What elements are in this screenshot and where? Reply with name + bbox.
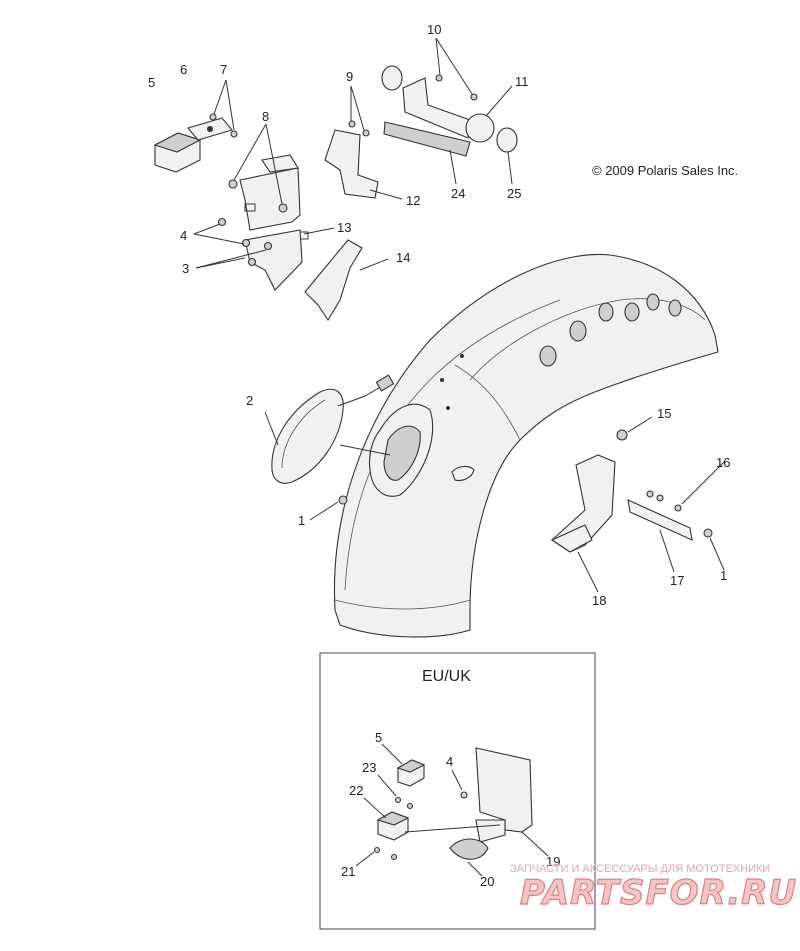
inset-callout-5: 5 xyxy=(375,730,382,745)
right-side-parts xyxy=(338,429,713,553)
callout-5: 5 xyxy=(148,75,155,90)
inset-callout-19: 19 xyxy=(546,854,560,869)
callout-11: 11 xyxy=(515,74,529,89)
watermark: ЗАПЧАСТИ И АКСЕССУАРЫ ДЛЯ МОТОТЕХНИКИ PA… xyxy=(510,863,797,914)
callout-25: 25 xyxy=(507,186,521,201)
top-left-parts xyxy=(153,65,518,322)
leader-lines xyxy=(193,37,725,593)
inset-callout-23: 23 xyxy=(362,760,376,775)
callout-7: 7 xyxy=(220,62,227,77)
callout-17: 17 xyxy=(670,573,684,588)
callout-14: 14 xyxy=(396,250,410,265)
tail-light-lens xyxy=(271,374,395,484)
rear-fender xyxy=(333,253,719,638)
callout-16: 16 xyxy=(716,455,730,470)
inset-title: EU/UK xyxy=(422,668,471,685)
callout-24: 24 xyxy=(451,186,465,201)
inset-callout-22: 22 xyxy=(349,783,363,798)
copyright-text: © 2009 Polaris Sales Inc. xyxy=(592,163,738,178)
callout-2: 2 xyxy=(246,393,253,408)
callout-12: 12 xyxy=(406,193,420,208)
callout-1: 1 xyxy=(298,513,305,528)
callout-1: 1 xyxy=(720,568,727,583)
callout-10: 10 xyxy=(427,22,441,37)
callout-6: 6 xyxy=(180,62,187,77)
inset-callout-4: 4 xyxy=(446,754,453,769)
inset-callout-20: 20 xyxy=(480,874,494,889)
callout-9: 9 xyxy=(346,69,353,84)
watermark-tagline: ЗАПЧАСТИ И АКСЕССУАРЫ ДЛЯ МОТОТЕХНИКИ xyxy=(510,863,770,875)
callout-18: 18 xyxy=(592,593,606,608)
callout-3: 3 xyxy=(182,261,189,276)
callout-15: 15 xyxy=(657,406,671,421)
callout-13: 13 xyxy=(337,220,351,235)
watermark-logo: PARTSFOR.RU xyxy=(520,873,797,913)
callout-labels: 1 1 2 3 4 5 6 7 8 9 10 11 12 13 14 15 16… xyxy=(148,22,730,608)
eu-uk-inset: EU/UK 5 4 23 22 21 20 19 xyxy=(319,652,596,930)
callout-4: 4 xyxy=(180,228,187,243)
callout-8: 8 xyxy=(262,109,269,124)
inset-callout-21: 21 xyxy=(341,864,355,879)
